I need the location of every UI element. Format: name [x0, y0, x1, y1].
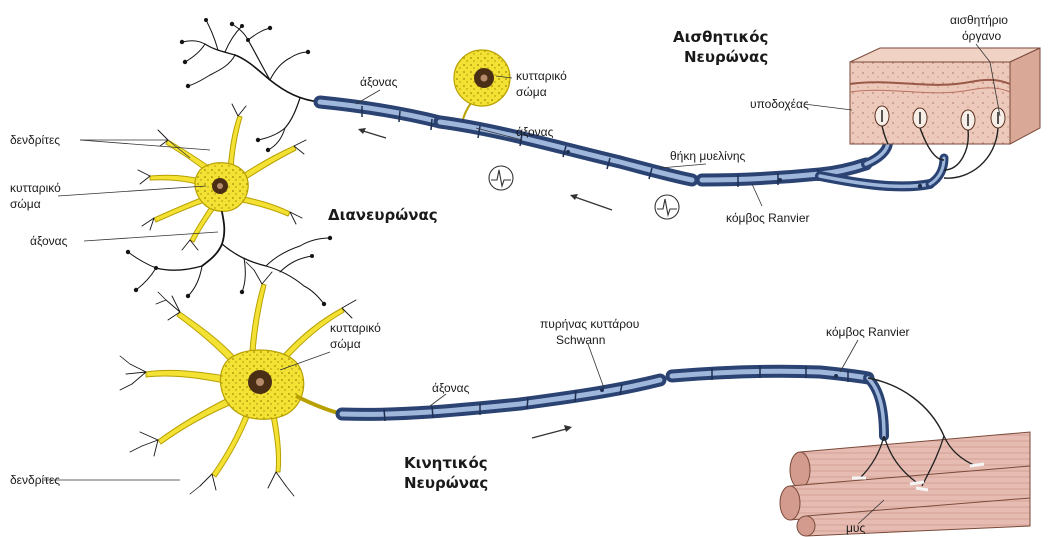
- title-sensory-neuron-line2: Νευρώνας: [684, 48, 768, 66]
- interneuron-lower-terminals: [126, 236, 332, 306]
- title-interneuron: Διανευρώνας: [328, 206, 438, 224]
- label-dendrites-top: δενδρίτες: [10, 133, 60, 147]
- title-sensory-neuron-line1: Αισθητικός: [673, 28, 768, 46]
- label-muscle: μυς: [846, 521, 865, 535]
- label-cell-body-inter-1: κυτταρικό: [10, 181, 61, 195]
- impulse-icon-left: [489, 166, 513, 190]
- muscle: [780, 432, 1030, 536]
- title-motor-neuron-line2: Νευρώνας: [404, 474, 488, 492]
- label-cell-body-sensory-1: κυτταρικό: [516, 69, 567, 83]
- label-axon-motor: άξονας: [432, 381, 470, 395]
- label-cell-body-motor-1: κυτταρικό: [330, 321, 381, 335]
- label-receptor: υποδοχέας: [750, 97, 809, 111]
- interneuron-upper-terminals: [180, 18, 320, 152]
- motor-axon: [342, 366, 944, 436]
- label-cell-body-inter-2: σώμα: [10, 197, 41, 211]
- label-cell-body-sensory-2: σώμα: [516, 85, 547, 99]
- sensory-axon-left: [320, 102, 440, 130]
- diagram-titles: Αισθητικός Νευρώνας Διανευρώνας Κινητικό…: [328, 28, 768, 492]
- label-sense-organ-1: αισθητήριο: [950, 13, 1008, 27]
- label-node-ranvier-top: κόμβος Ranvier: [726, 211, 809, 225]
- label-node-ranvier-bottom: κόμβος Ranvier: [826, 325, 909, 339]
- label-axon-sensory-left: άξονας: [360, 75, 398, 89]
- label-sense-organ-2: όργανο: [962, 29, 1001, 43]
- label-myelin-sheath: θήκη μυελίνης: [670, 149, 746, 163]
- label-axon-sensory-right: άξονας: [516, 125, 554, 139]
- title-motor-neuron-line1: Κινητικός: [404, 454, 488, 472]
- label-schwann-1: πυρήνας κυττάρου: [540, 317, 639, 331]
- impulse-icon-right: [655, 195, 679, 219]
- interneuron: [126, 18, 332, 306]
- direction-arrow-lower: [532, 425, 572, 438]
- label-schwann-2: Schwann: [556, 333, 605, 347]
- direction-arrow-middle: [570, 194, 612, 210]
- label-axon-inter: άξονας: [30, 234, 68, 248]
- label-dendrites-bottom: δενδρίτες: [10, 473, 60, 487]
- direction-arrow-upper: [358, 128, 386, 138]
- label-cell-body-motor-2: σώμα: [330, 337, 361, 351]
